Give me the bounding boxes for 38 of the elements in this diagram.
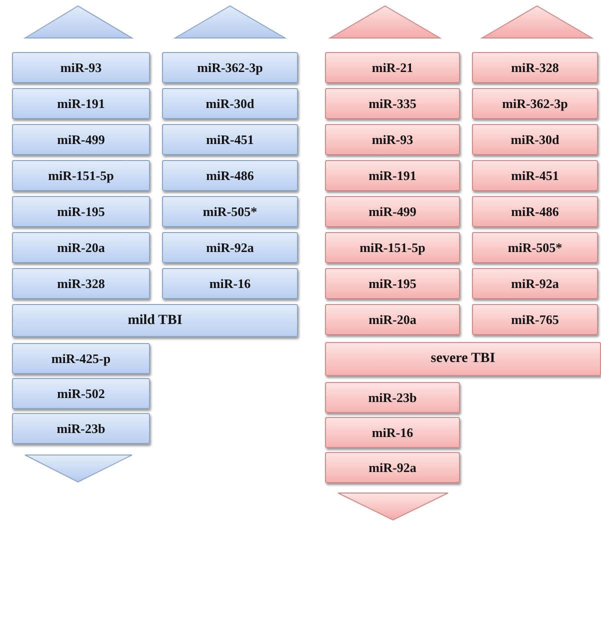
mirna-box: miR-499 bbox=[325, 196, 460, 227]
mirna-box: miR-20a bbox=[325, 304, 460, 335]
mirna-box: miR-20a bbox=[12, 232, 150, 263]
mirna-box: miR-425-p bbox=[12, 343, 150, 374]
mirna-box: miR-92a bbox=[472, 268, 598, 299]
mirna-box: miR-16 bbox=[325, 417, 460, 448]
mirna-box: miR-505* bbox=[472, 232, 598, 263]
mirna-box: miR-195 bbox=[325, 268, 460, 299]
mirna-box: miR-499 bbox=[12, 124, 150, 155]
mirna-box: miR-362-3p bbox=[472, 88, 598, 119]
mirna-box: miR-30d bbox=[472, 124, 598, 155]
mirna-box: miR-328 bbox=[472, 52, 598, 83]
mirna-box: miR-92a bbox=[162, 232, 298, 263]
mirna-box: miR-16 bbox=[162, 268, 298, 299]
mirna-box: miR-191 bbox=[325, 160, 460, 191]
mirna-box: miR-23b bbox=[325, 382, 460, 413]
mirna-box: miR-335 bbox=[325, 88, 460, 119]
mirna-box: miR-92a bbox=[325, 452, 460, 483]
mirna-box: miR-486 bbox=[162, 160, 298, 191]
mirna-box: miR-151-5p bbox=[325, 232, 460, 263]
mirna-box: miR-21 bbox=[325, 52, 460, 83]
mirna-box: miR-23b bbox=[12, 413, 150, 444]
mirna-box: miR-502 bbox=[12, 378, 150, 409]
mirna-box: miR-191 bbox=[12, 88, 150, 119]
mirna-box: miR-362-3p bbox=[162, 52, 298, 83]
group-label-box: mild TBI bbox=[12, 304, 298, 337]
mirna-box: miR-451 bbox=[472, 160, 598, 191]
mirna-box: miR-505* bbox=[162, 196, 298, 227]
mirna-box: miR-93 bbox=[325, 124, 460, 155]
mirna-box: miR-195 bbox=[12, 196, 150, 227]
group-label-box: severe TBI bbox=[325, 342, 601, 376]
mirna-box: miR-93 bbox=[12, 52, 150, 83]
mirna-box: miR-30d bbox=[162, 88, 298, 119]
mirna-box: miR-328 bbox=[12, 268, 150, 299]
mirna-box: miR-765 bbox=[472, 304, 598, 335]
mirna-box: miR-451 bbox=[162, 124, 298, 155]
mirna-box: miR-151-5p bbox=[12, 160, 150, 191]
mirna-box: miR-486 bbox=[472, 196, 598, 227]
